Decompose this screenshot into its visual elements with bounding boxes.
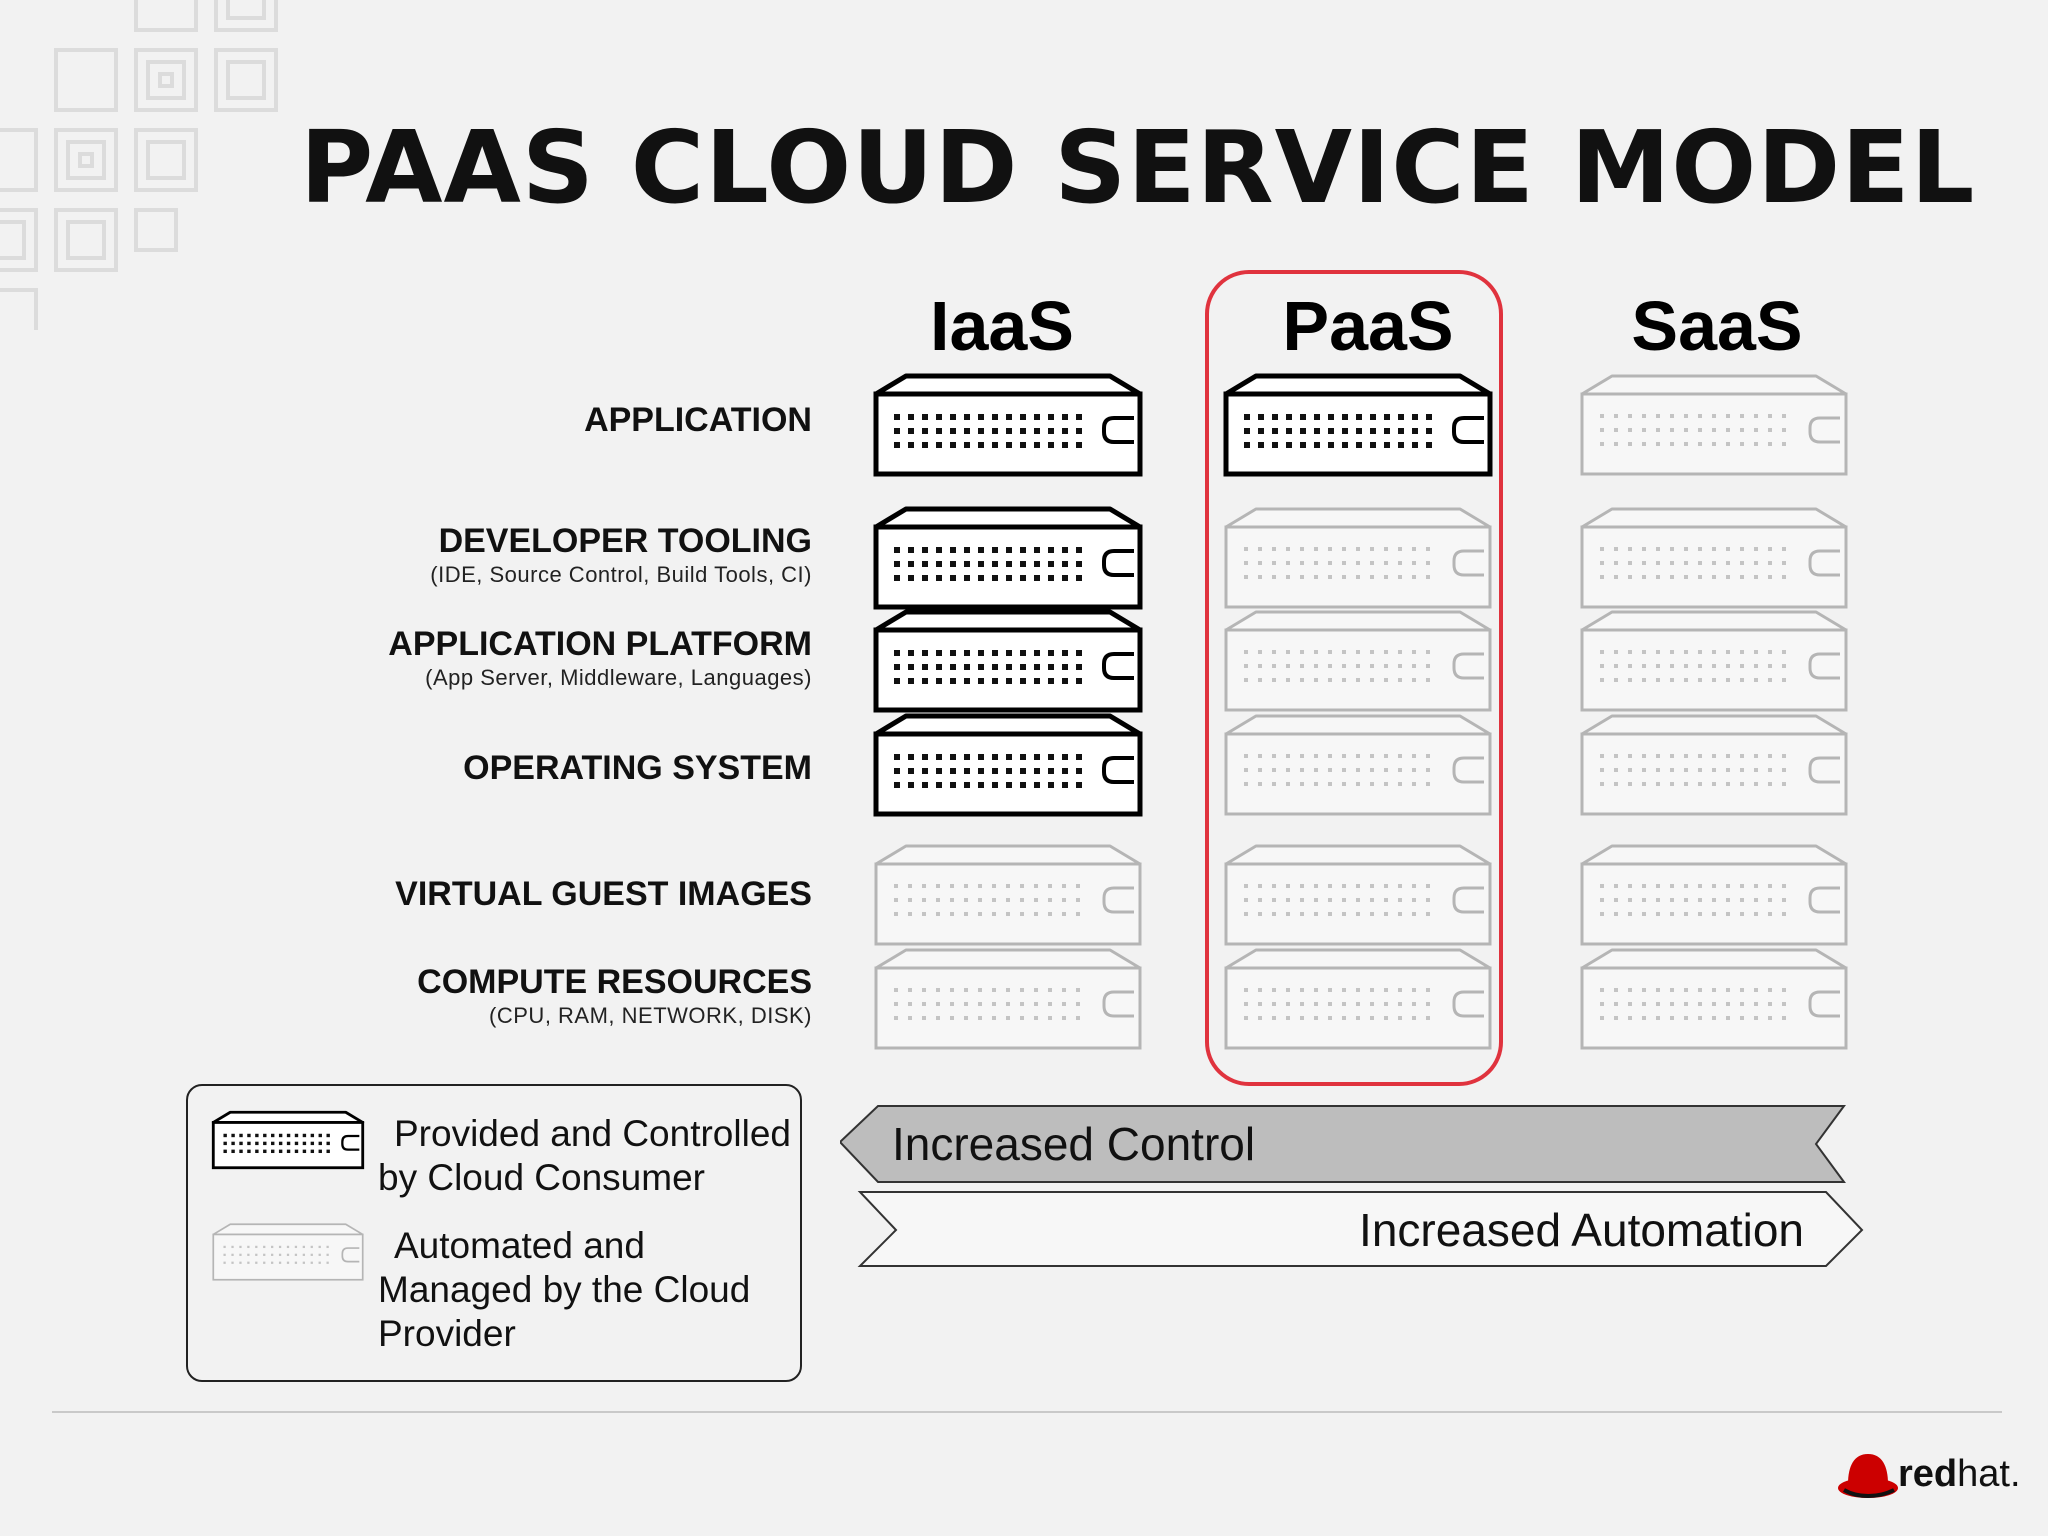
increased-control-label: Increased Control bbox=[892, 1118, 1256, 1170]
paas-compute-resources-server-icon bbox=[1224, 948, 1492, 1050]
arrows-graphic bbox=[840, 1105, 1864, 1267]
layer-name: APPLICATION bbox=[584, 401, 812, 439]
paas-application-server-icon bbox=[1223, 373, 1493, 477]
column-heading-iaas: IaaS bbox=[930, 287, 1074, 365]
legend: Provided and Controlled by Cloud Consume… bbox=[186, 1084, 802, 1382]
brand-red: red bbox=[1898, 1453, 1958, 1495]
layer-label-virtual-guest-images: VIRTUAL GUEST IMAGES bbox=[395, 874, 812, 914]
paas-application-platform-server-icon bbox=[1224, 610, 1492, 712]
saas-compute-resources-server-icon bbox=[1580, 948, 1848, 1050]
layer-name: DEVELOPER TOOLING bbox=[438, 522, 812, 560]
column-heading-paas: PaaS bbox=[1282, 287, 1454, 365]
saas-operating-system-server-icon bbox=[1580, 714, 1848, 816]
layer-label-application: APPLICATION bbox=[584, 400, 812, 440]
iaas-virtual-guest-images-server-icon bbox=[874, 844, 1142, 946]
saas-virtual-guest-images-server-icon bbox=[1580, 844, 1848, 946]
iaas-application-server-icon bbox=[873, 373, 1143, 477]
page-title: PAAS CLOUD SERVICE MODEL bbox=[300, 109, 1976, 226]
layer-label-compute-resources: COMPUTE RESOURCES (CPU, RAM, NETWORK, DI… bbox=[417, 962, 812, 1030]
brand-hat: hat. bbox=[1957, 1453, 2021, 1495]
paas-highlight-frame bbox=[1205, 270, 1503, 1086]
iaas-developer-tooling-server-icon bbox=[873, 506, 1143, 610]
saas-application-server-icon bbox=[1580, 374, 1848, 476]
layer-label-application-platform: APPLICATION PLATFORM (App Server, Middle… bbox=[388, 624, 812, 692]
increased-automation-label: Increased Automation bbox=[1359, 1204, 1804, 1256]
redhat-wordmark: redhat. bbox=[1898, 1452, 2021, 1496]
legend-consumer-server-icon bbox=[211, 1110, 365, 1170]
increased-control-arrow bbox=[840, 1105, 1846, 1183]
legend-consumer-line1: Provided and Controlled bbox=[394, 1113, 791, 1154]
increased-automation-arrow bbox=[857, 1191, 1864, 1267]
legend-provider-line2: Managed by the Cloud bbox=[378, 1269, 751, 1310]
saas-application-platform-server-icon bbox=[1580, 610, 1848, 712]
layer-description: (IDE, Source Control, Build Tools, CI) bbox=[430, 562, 812, 587]
layer-name: COMPUTE RESOURCES bbox=[417, 963, 812, 1001]
iaas-application-platform-server-icon bbox=[873, 609, 1143, 713]
legend-provider-line1: Automated and bbox=[394, 1225, 645, 1266]
legend-consumer-text: Provided and Controlled by Cloud Consume… bbox=[378, 1112, 791, 1200]
paas-operating-system-server-icon bbox=[1224, 714, 1492, 816]
iaas-compute-resources-server-icon bbox=[874, 948, 1142, 1050]
layer-label-operating-system: OPERATING SYSTEM bbox=[463, 748, 812, 788]
redhat-shadowman-logo-icon bbox=[1838, 1454, 1898, 1498]
legend-consumer-line2: by Cloud Consumer bbox=[378, 1157, 705, 1198]
layer-name: OPERATING SYSTEM bbox=[463, 749, 812, 787]
legend-provider-text: Automated and Managed by the Cloud Provi… bbox=[378, 1224, 750, 1356]
iaas-operating-system-server-icon bbox=[873, 713, 1143, 817]
paas-developer-tooling-server-icon bbox=[1224, 507, 1492, 609]
legend-provider-line3: Provider bbox=[378, 1313, 516, 1354]
layer-name: VIRTUAL GUEST IMAGES bbox=[395, 875, 812, 913]
layer-description: (CPU, RAM, NETWORK, DISK) bbox=[489, 1003, 812, 1028]
layer-description: (App Server, Middleware, Languages) bbox=[425, 665, 812, 690]
layer-name: APPLICATION PLATFORM bbox=[388, 625, 812, 663]
legend-provider-server-icon bbox=[212, 1223, 364, 1281]
column-heading-saas: SaaS bbox=[1631, 287, 1803, 365]
paas-virtual-guest-images-server-icon bbox=[1224, 844, 1492, 946]
corner-pattern-decoration bbox=[0, 0, 278, 330]
footer-divider bbox=[52, 1411, 2002, 1413]
layer-label-developer-tooling: DEVELOPER TOOLING (IDE, Source Control, … bbox=[430, 521, 812, 589]
saas-developer-tooling-server-icon bbox=[1580, 507, 1848, 609]
